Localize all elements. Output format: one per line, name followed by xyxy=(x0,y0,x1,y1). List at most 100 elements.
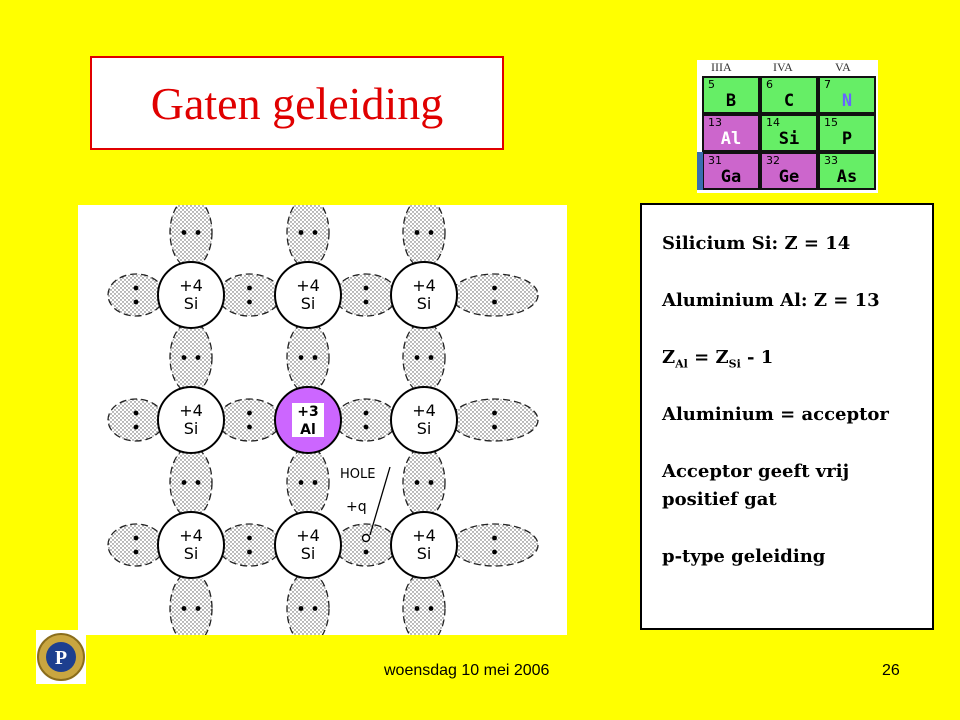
electron xyxy=(414,230,420,235)
electron xyxy=(312,480,318,485)
electron xyxy=(428,606,434,611)
electron xyxy=(247,424,252,430)
hole-charge-label: +q xyxy=(346,499,367,515)
electron xyxy=(298,230,304,235)
electron xyxy=(247,410,252,416)
electron xyxy=(414,480,420,485)
bond-lobe xyxy=(450,398,539,442)
bond-lobe xyxy=(450,273,539,317)
title-box: Gaten geleiding xyxy=(90,56,504,150)
electron xyxy=(492,424,497,430)
bond-lobe xyxy=(169,446,213,519)
silicon-atom xyxy=(157,261,225,329)
silicon-atom xyxy=(157,511,225,579)
svg-text:P: P xyxy=(55,647,67,669)
element-symbol: P xyxy=(841,129,853,149)
si-charge-label: +4 xyxy=(296,526,320,545)
lattice-svg: +4Si+4Si+4Si+4Si+3Al+4Si+4Si+4Si+4Si HOL… xyxy=(107,205,539,635)
electron xyxy=(181,230,187,235)
silicon-atom xyxy=(390,261,458,329)
electron xyxy=(133,549,139,555)
electron xyxy=(181,355,187,360)
electron xyxy=(414,355,420,360)
electron xyxy=(363,299,369,305)
si-charge-label: +4 xyxy=(179,401,203,420)
atomic-number: 14 xyxy=(766,116,780,129)
electron xyxy=(363,410,369,416)
atomic-number: 32 xyxy=(766,154,780,167)
hole-pointer-line xyxy=(369,466,391,536)
electron xyxy=(363,549,369,555)
element-symbol: Ga xyxy=(720,167,742,187)
electron xyxy=(195,606,201,611)
electron xyxy=(414,606,420,611)
electron xyxy=(133,285,139,291)
silicon-atom xyxy=(274,261,342,329)
si-charge-label: +4 xyxy=(296,276,320,295)
electron xyxy=(312,355,318,360)
element-symbol: B xyxy=(725,91,737,111)
electron xyxy=(247,535,252,541)
footer-date: woensdag 10 mei 2006 xyxy=(384,662,550,679)
bond-lobe xyxy=(107,398,165,442)
electron xyxy=(428,230,434,235)
electron xyxy=(298,606,304,611)
al-symbol-label: Al xyxy=(300,422,316,438)
slide-number: 26 xyxy=(882,662,900,679)
element-symbol: C xyxy=(783,91,795,111)
electron xyxy=(492,285,497,291)
bond-lobe xyxy=(402,321,446,394)
electron xyxy=(181,606,187,611)
group-header-4a: IVA xyxy=(773,60,793,74)
electron xyxy=(195,230,201,235)
si-symbol-label: Si xyxy=(417,544,432,563)
info-box: Silicium Si: Z = 14 Aluminium Al: Z = 13… xyxy=(640,203,934,630)
atomic-number: 31 xyxy=(708,154,722,167)
silicon-atom xyxy=(274,511,342,579)
bond-lobe xyxy=(286,571,330,635)
bond-lobe xyxy=(286,205,330,269)
electron xyxy=(133,299,139,305)
info-free-hole-1: Acceptor geeft vrij xyxy=(662,461,850,482)
electron xyxy=(247,299,252,305)
table-edge-bar xyxy=(697,152,703,190)
info-aluminium: Aluminium Al: Z = 13 xyxy=(662,290,880,311)
hole-label: HOLE xyxy=(340,467,375,482)
bond-lobe xyxy=(402,205,446,269)
bond-lobe xyxy=(450,523,539,567)
si-symbol-label: Si xyxy=(301,544,316,563)
si-charge-label: +4 xyxy=(179,526,203,545)
electron xyxy=(363,285,369,291)
bond-lobe xyxy=(334,523,398,567)
si-symbol-label: Si xyxy=(417,294,432,313)
electron xyxy=(492,299,497,305)
silicon-atom xyxy=(390,386,458,454)
electron xyxy=(195,480,201,485)
electron xyxy=(133,535,139,541)
group-header-5a: VA xyxy=(835,60,851,74)
electron xyxy=(492,410,497,416)
atomic-number: 5 xyxy=(708,78,715,91)
electron xyxy=(428,480,434,485)
silicon-atom xyxy=(390,511,458,579)
electron xyxy=(133,424,139,430)
bond-lobe xyxy=(107,523,165,567)
silicon-atom xyxy=(157,386,225,454)
bond-lobe xyxy=(169,321,213,394)
electron xyxy=(133,410,139,416)
bond-lobe xyxy=(334,398,398,442)
al-label-bg xyxy=(292,403,324,437)
si-symbol-label: Si xyxy=(184,294,199,313)
electron xyxy=(312,230,318,235)
electron xyxy=(181,480,187,485)
electron xyxy=(247,285,252,291)
electron xyxy=(492,535,497,541)
bond-lobe xyxy=(169,205,213,269)
